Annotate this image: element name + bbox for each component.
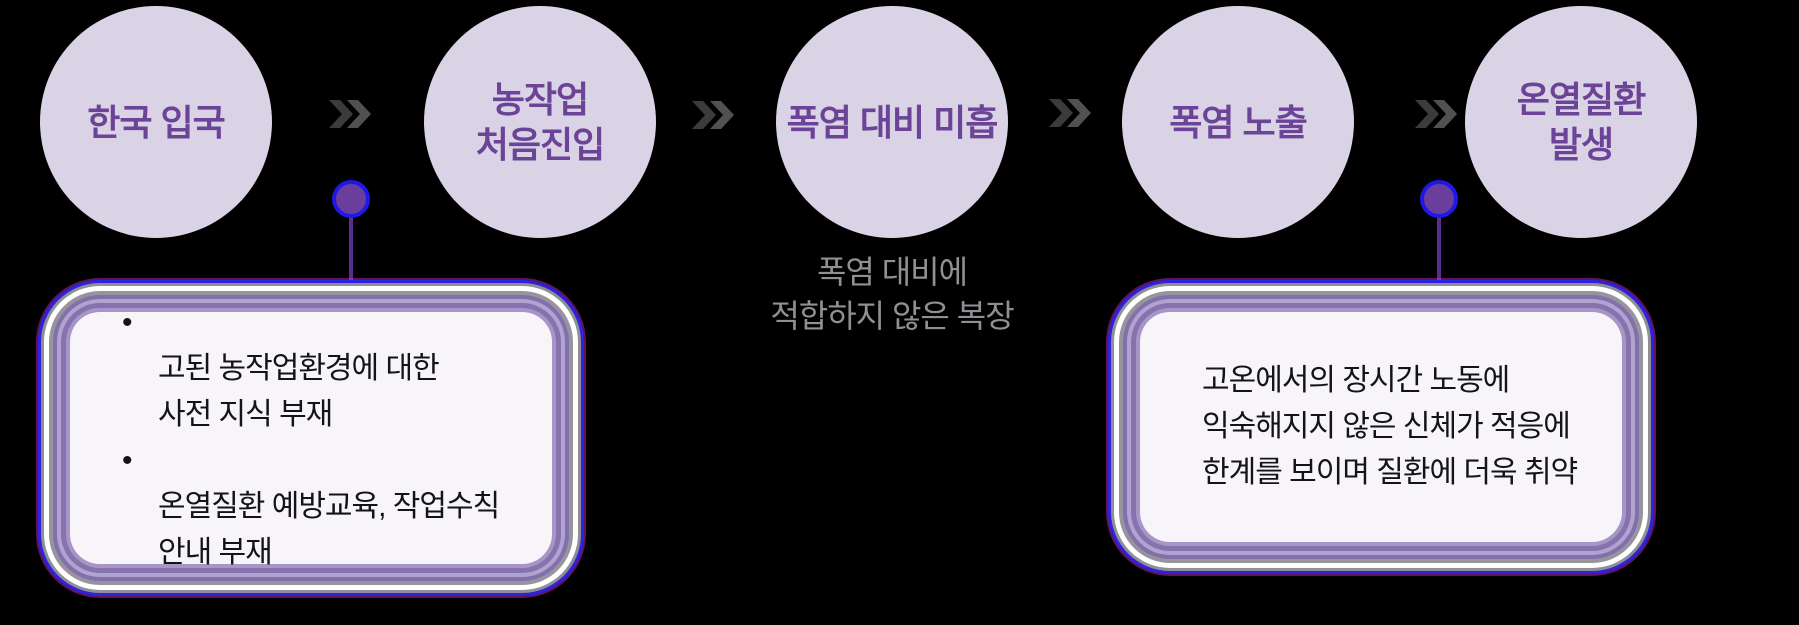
callout-no-prior-knowledge: • 고된 농작업환경에 대한 사전 지식 부재 • 온열질환 예방교육, 작업수칙 … [70,306,552,569]
callout-text: 고온에서의 장시간 노동에 익숙해지지 않은 신체가 적응에 한계를 보이며 질… [1202,364,1578,489]
flow-step-first-farm-work: 농작업 처음진입 [424,6,656,238]
double-chevron-icon [328,99,372,129]
list-item-text: 온열질환 예방교육, 작업수칙 안내 부재 [158,490,500,569]
double-chevron-icon [1048,98,1092,128]
connector-dot-icon [1420,180,1458,218]
flow-step-label: 폭염 노출 [1169,101,1307,143]
flow-step-label: 농작업 처음진입 [475,79,605,165]
bullet-icon: • [122,444,132,477]
list-item-text: 고된 농작업환경에 대한 사전 지식 부재 [158,352,440,431]
connector-line [349,214,353,284]
flow-step-korea-entry: 한국 입국 [40,6,272,238]
flow-step-heat-illness: 온열질환 발생 [1465,6,1697,238]
connector-line [1437,214,1441,284]
flow-step-poor-heat-preparation: 폭염 대비 미흡 [776,6,1008,238]
connector-dot-icon [332,180,370,218]
flow-step-label: 폭염 대비 미흡 [786,101,999,143]
list-item: • 온열질환 예방교육, 작업수칙 안내 부재 [122,438,500,576]
flow-step-label: 온열질환 발생 [1516,79,1646,165]
callout-body-not-adapted: 고온에서의 장시간 노동에 익숙해지지 않은 신체가 적응에 한계를 보이며 질… [1140,312,1622,542]
flow-step-label: 한국 입국 [87,101,225,143]
flow-step-heat-exposure: 폭염 노출 [1122,6,1354,238]
callout-bullet-list: • 고된 농작업환경에 대한 사전 지식 부재 • 온열질환 예방교육, 작업수칙 … [70,300,509,576]
double-chevron-icon [691,100,735,130]
bullet-icon: • [122,306,132,339]
list-item: • 고된 농작업환경에 대한 사전 지식 부재 [122,300,499,438]
double-chevron-icon [1414,99,1458,129]
caption-unsuitable-clothing: 폭염 대비에 적합하지 않은 복장 [770,254,1014,334]
